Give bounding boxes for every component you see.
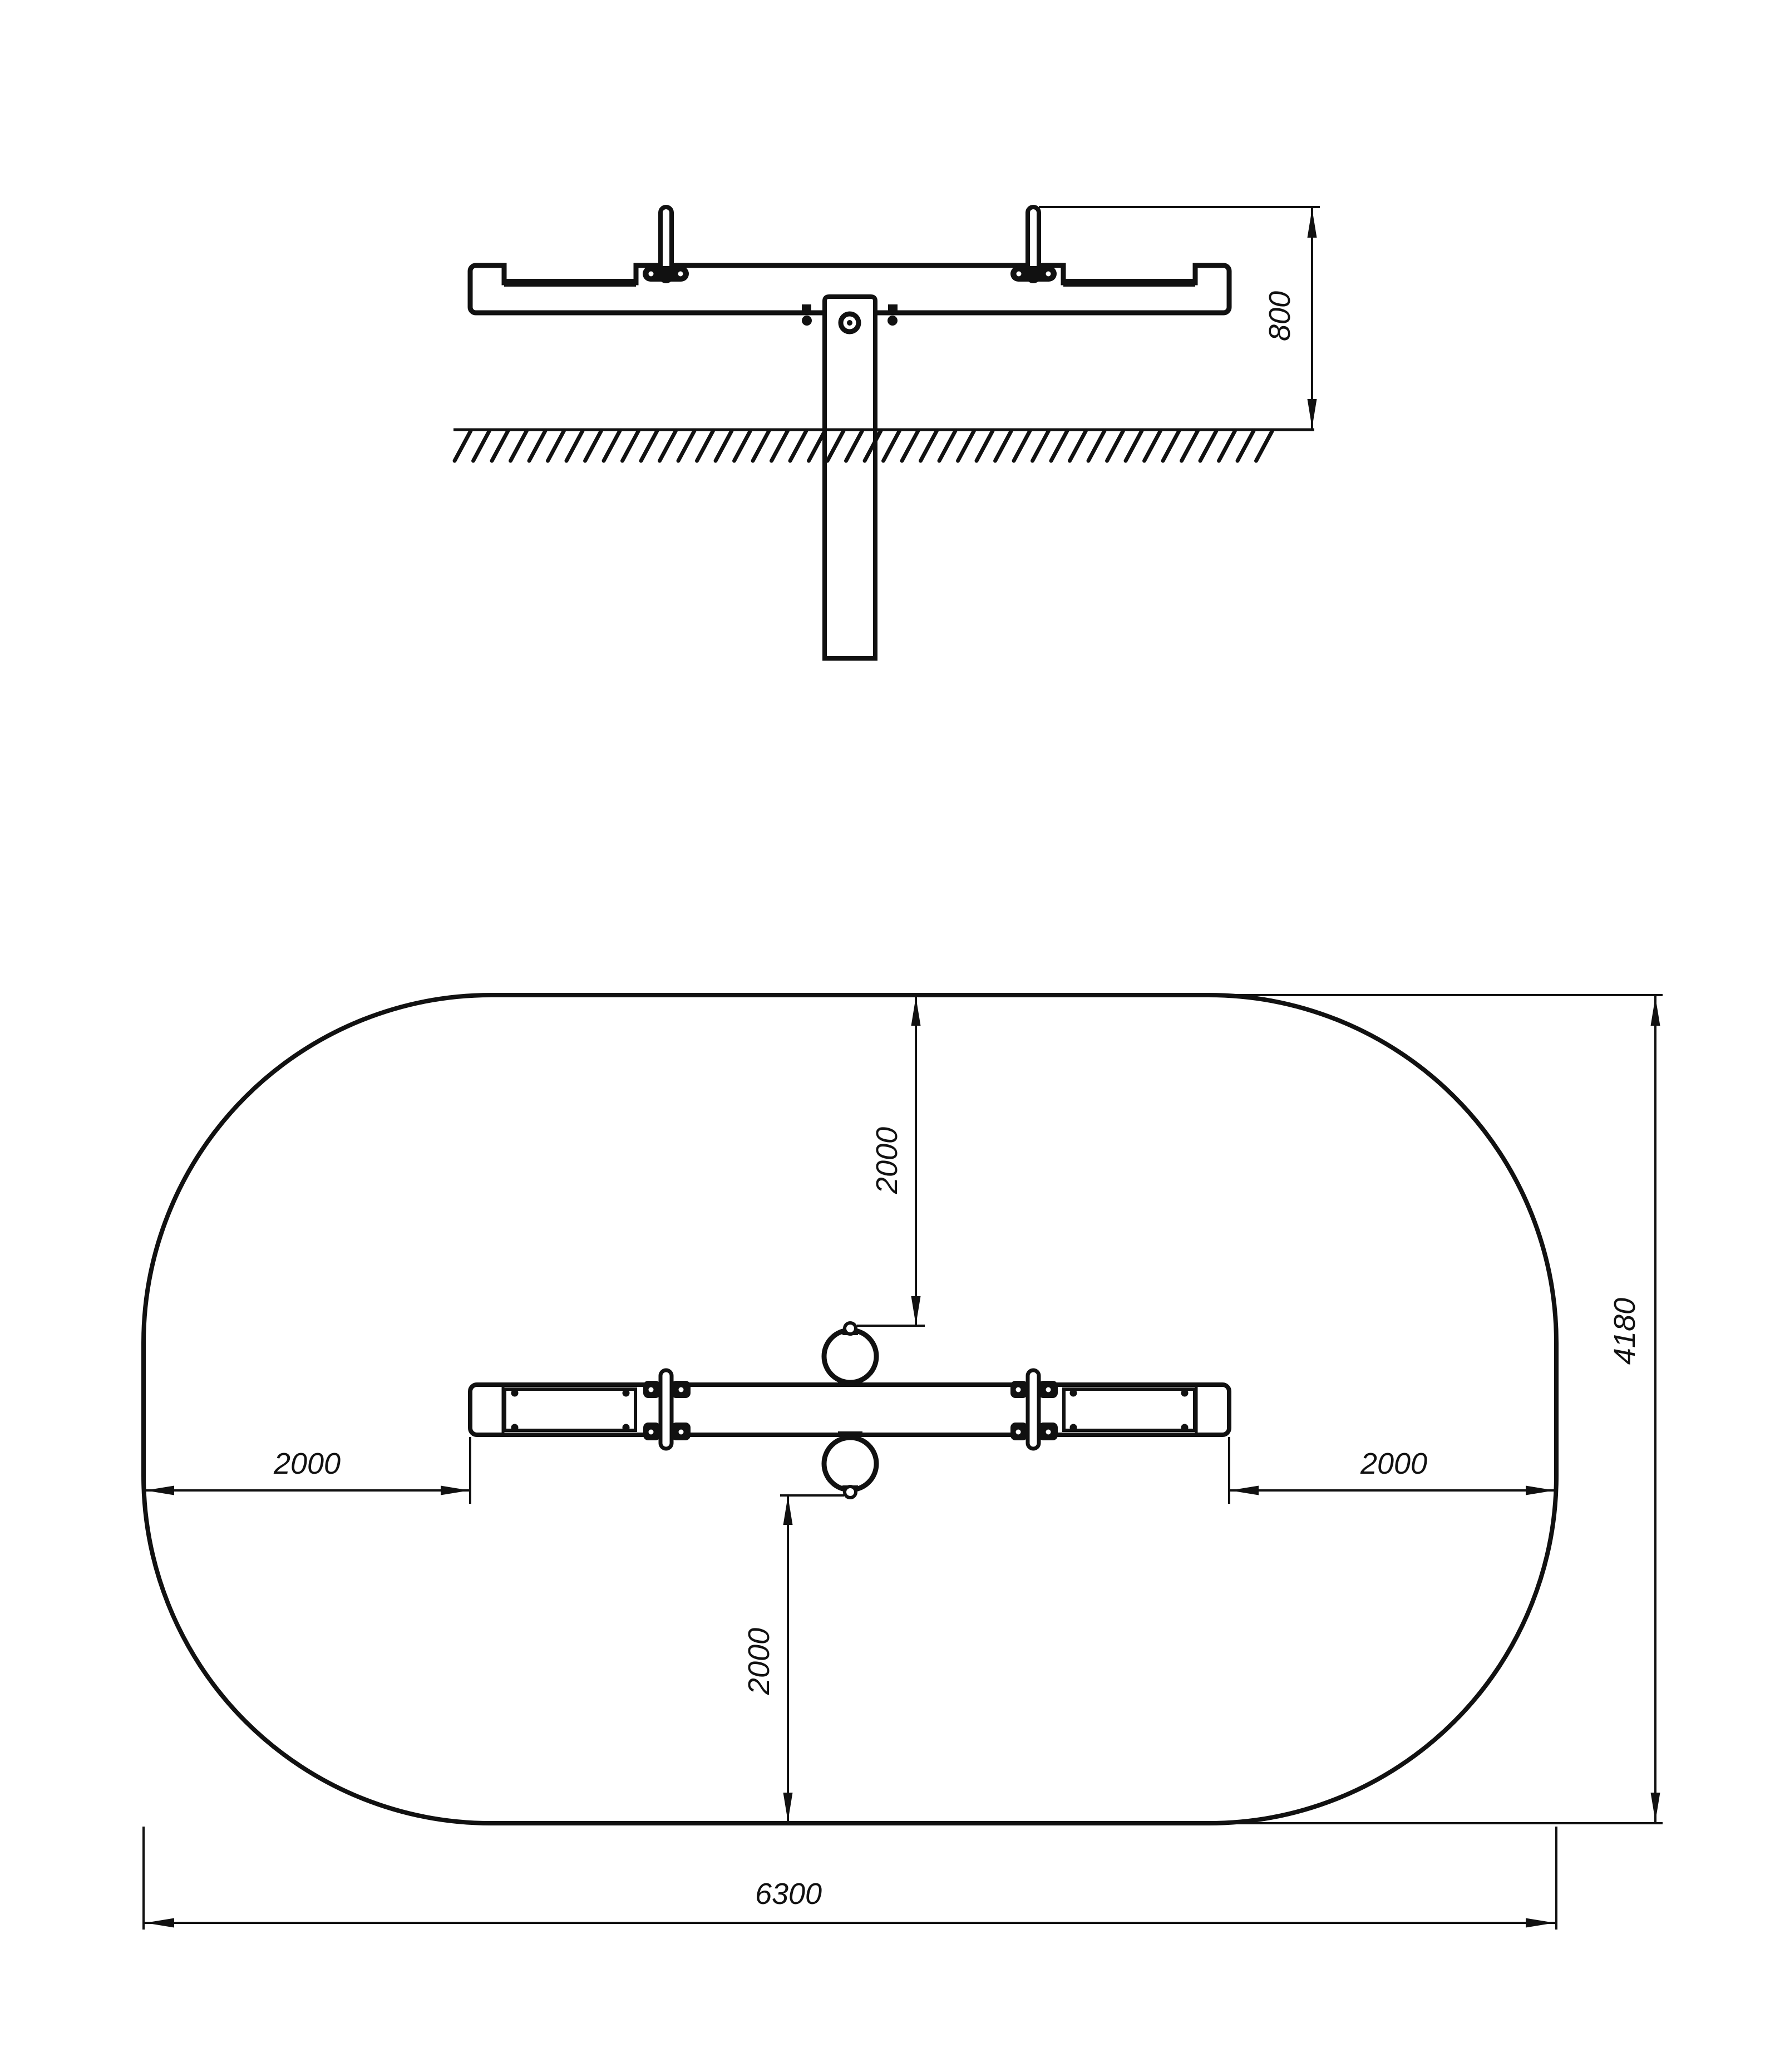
ground-hatch-stroke (844, 429, 864, 463)
ground-hatch-stroke (919, 429, 939, 463)
ground-hatch-stroke (1049, 429, 1069, 463)
seat-plate-right (1062, 1387, 1196, 1432)
dim-label-800: 800 (1263, 291, 1296, 341)
dimension-plan-left-2000: 2000 (145, 1437, 471, 1504)
ground-hatch-stroke (452, 429, 473, 463)
ground-hatch-stroke (900, 429, 920, 463)
dimension-total-width-6300: 6300 (142, 1827, 1557, 1930)
seat-plate-left (503, 1387, 637, 1432)
dimension-arrowhead (1526, 1918, 1555, 1928)
ground-hatch-stroke (1086, 429, 1107, 463)
ground-hatch-stroke (1198, 429, 1219, 463)
pivot-axle-center (847, 320, 852, 326)
ground-hatch-stroke (546, 429, 566, 463)
dimension-arrowhead (783, 1496, 793, 1525)
ground-hatch-stroke (695, 429, 715, 463)
dimension-plan-top-2000: 2000 (857, 996, 925, 1327)
ground-hatch-stroke (639, 429, 659, 463)
plan-pivot-lower (821, 1431, 879, 1499)
ground-hatch-stroke (1123, 429, 1144, 463)
pivot-bracket-right (888, 304, 898, 326)
ground-hatch-stroke (956, 429, 976, 463)
pivot-bracket-left (802, 304, 812, 326)
ground-hatch-stroke (620, 429, 640, 463)
dimension-arrowhead (783, 1793, 793, 1822)
dimension-plan-right-2000: 2000 (1228, 1437, 1555, 1504)
ground-hatch-stroke (583, 429, 603, 463)
ground-hatch-stroke (527, 429, 548, 463)
ground-hatch-stroke (825, 429, 846, 463)
handle-clamp-right (1010, 266, 1057, 282)
ground-hatch-stroke (471, 429, 491, 463)
ground-hatch-stroke (1031, 429, 1051, 463)
dimension-arrowhead (1650, 997, 1660, 1026)
ground-hatch-stroke (509, 429, 529, 463)
dimension-arrowhead (1650, 1793, 1660, 1822)
dimension-arrowhead (911, 1296, 921, 1325)
ground-hatch-stroke (788, 429, 808, 463)
dimension-arrowhead (145, 1485, 174, 1495)
ground-hatch-stroke (862, 429, 883, 463)
ground-hatch-stroke (1068, 429, 1088, 463)
dimension-arrowhead (1307, 399, 1317, 428)
ground-hatch-stroke (1180, 429, 1200, 463)
ground-hatch-stroke (732, 429, 752, 463)
dim-label-total-height-4180: 4180 (1608, 1298, 1641, 1365)
ground-hatch-stroke (937, 429, 958, 463)
plan-view: 2000 2000 2000 2000 6300 (141, 209, 1663, 1930)
ground-hatch-stroke (658, 429, 678, 463)
dimension-arrowhead (1526, 1485, 1555, 1495)
ground-hatch-stroke (974, 429, 995, 463)
dimension-800: 800 (1039, 206, 1320, 429)
handle-clamp-left (643, 266, 689, 282)
dim-label-plan-top-2000: 2000 (870, 1127, 904, 1194)
ground-hatch-stroke (564, 429, 585, 463)
ground-hatch-stroke (601, 429, 622, 463)
plan-pivot-upper (821, 1321, 879, 1387)
plan-handle-right (1010, 1368, 1058, 1451)
ground-hatch-stroke (1217, 429, 1237, 463)
safety-zone-boundary (141, 993, 1559, 1825)
ground-hatch-stroke (807, 429, 827, 463)
ground-hatch-stroke (490, 429, 510, 463)
ground-hatch-stroke (1161, 429, 1181, 463)
dim-label-plan-bottom-2000: 2000 (742, 1628, 776, 1695)
ground-hatch-stroke (1142, 429, 1162, 463)
side-elevation-view: 800 (452, 205, 1320, 661)
dimension-arrowhead (145, 1918, 174, 1928)
ground-hatch-stroke (1235, 429, 1256, 463)
support-post (822, 294, 877, 661)
ground-hatch-stroke (770, 429, 790, 463)
dimension-arrowhead (911, 997, 921, 1026)
dimension-plan-bottom-2000: 2000 (742, 1494, 844, 1822)
ground-hatch-stroke (881, 429, 901, 463)
dimension-arrowhead (1307, 209, 1317, 238)
plan-beam (468, 1382, 1231, 1437)
ground-hatch-stroke (1012, 429, 1032, 463)
dimension-total-height-4180: 4180 (1209, 994, 1663, 1824)
dim-label-plan-left-2000: 2000 (273, 1447, 341, 1480)
dimension-arrowheads (145, 209, 1660, 1928)
ground-hatch-stroke (676, 429, 697, 463)
ground-hatching (452, 429, 1274, 463)
dim-label-plan-right-2000: 2000 (1360, 1447, 1427, 1480)
dimension-arrowhead (441, 1485, 470, 1495)
ground-hatch-stroke (751, 429, 771, 463)
ground-hatch-stroke (1254, 429, 1274, 463)
ground-hatch-stroke (993, 429, 1013, 463)
dimension-arrowhead (1230, 1485, 1259, 1495)
plan-handle-left (643, 1368, 691, 1451)
ground-hatch-stroke (1105, 429, 1125, 463)
ground-hatch-stroke (713, 429, 734, 463)
dim-label-total-width-6300: 6300 (755, 1877, 822, 1911)
